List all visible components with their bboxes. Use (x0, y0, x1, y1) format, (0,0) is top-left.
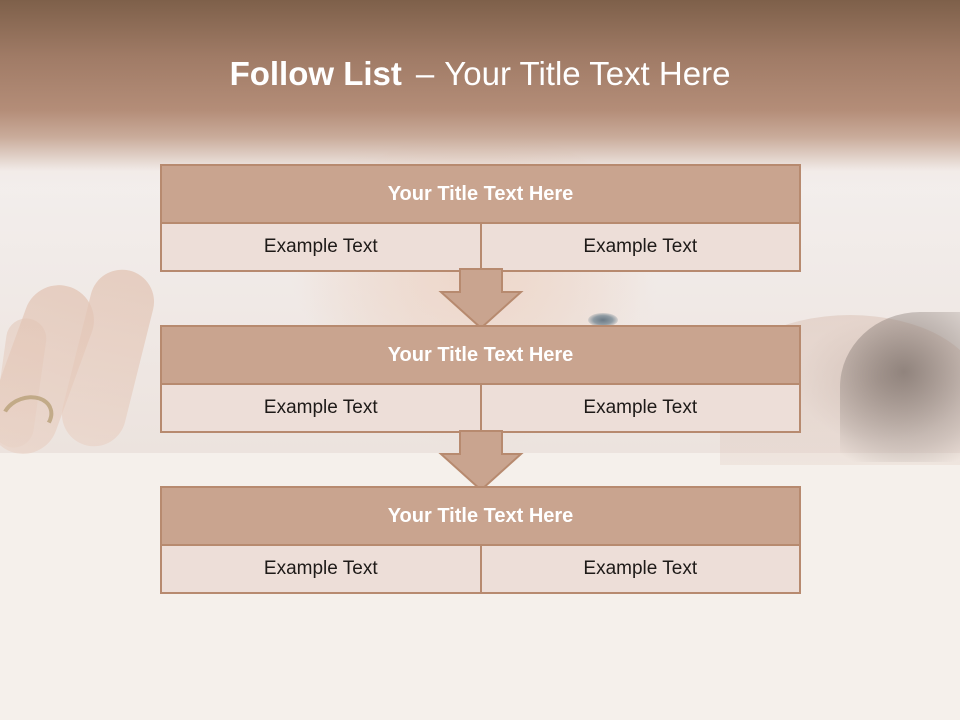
block-cell-right: Example Text (479, 224, 799, 270)
title-bold-text: Follow List (229, 55, 402, 92)
list-block-2: Your Title Text Here Example Text Exampl… (160, 325, 801, 433)
hair-shape (840, 312, 960, 462)
block-cell-left: Example Text (162, 385, 480, 431)
block-row: Example Text Example Text (162, 224, 799, 270)
down-arrow-icon (438, 430, 524, 492)
block-title: Your Title Text Here (162, 327, 799, 385)
list-block-1: Your Title Text Here Example Text Exampl… (160, 164, 801, 272)
block-title: Your Title Text Here (162, 488, 799, 546)
title-separator: – (415, 55, 435, 92)
baby-eye-shape (588, 313, 618, 327)
block-cell-right: Example Text (479, 546, 799, 592)
block-cell-right: Example Text (479, 385, 799, 431)
down-arrow-icon (438, 268, 524, 330)
block-cell-left: Example Text (162, 546, 480, 592)
title-rest-text: Your Title Text Here (444, 55, 731, 92)
title-band (0, 0, 960, 190)
block-row: Example Text Example Text (162, 546, 799, 592)
block-row: Example Text Example Text (162, 385, 799, 431)
list-block-3: Your Title Text Here Example Text Exampl… (160, 486, 801, 594)
block-cell-left: Example Text (162, 224, 480, 270)
slide-title: Follow List–Your Title Text Here (0, 55, 960, 93)
block-title: Your Title Text Here (162, 166, 799, 224)
